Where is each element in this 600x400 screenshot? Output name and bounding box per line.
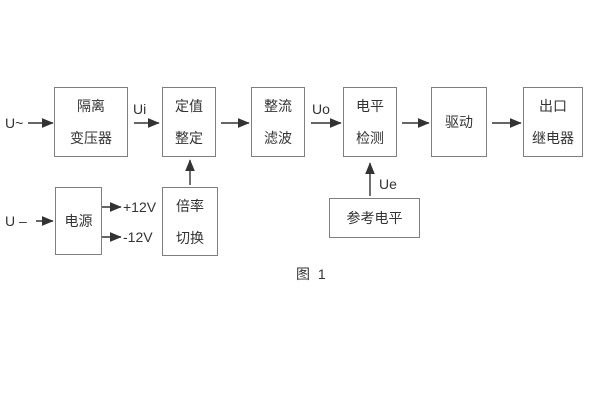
block-label-line: 电源 bbox=[64, 213, 93, 229]
signal-label-uo: Uo bbox=[312, 101, 330, 117]
block-label-line: 滤波 bbox=[264, 130, 292, 146]
block-label-line: 变压器 bbox=[70, 130, 112, 146]
block-label-line: 整流 bbox=[264, 98, 292, 114]
block-label-line: 驱动 bbox=[445, 114, 473, 130]
signal-label-ui: Ui bbox=[133, 101, 147, 117]
block-isolation-transformer: 隔离 变压器 bbox=[54, 87, 128, 157]
block-label-line: 倍率 bbox=[176, 197, 204, 214]
figure-caption: 图 1 bbox=[296, 266, 328, 282]
signal-label-minus12v: -12V bbox=[123, 229, 153, 245]
block-label-line: 整定 bbox=[175, 130, 203, 146]
block-label-line: 继电器 bbox=[532, 130, 574, 146]
block-rectifier-filter: 整流 滤波 bbox=[251, 87, 305, 157]
block-output-relay: 出口 继电器 bbox=[523, 87, 583, 157]
signal-label-ue: Ue bbox=[379, 176, 397, 192]
block-level-detect: 电平 检测 bbox=[343, 87, 397, 157]
block-power-supply: 电源 bbox=[55, 187, 102, 255]
block-label-line: 出口 bbox=[539, 98, 567, 114]
block-label-line: 电平 bbox=[356, 98, 384, 114]
signal-label-u-ac: U~ bbox=[5, 115, 24, 131]
block-rate-switch: 倍率 切换 bbox=[162, 187, 218, 256]
signal-label-plus12v: +12V bbox=[123, 199, 157, 215]
block-label-line: 定值 bbox=[175, 98, 203, 114]
block-label-line: 切换 bbox=[176, 229, 204, 246]
block-label-line: 参考电平 bbox=[346, 210, 403, 226]
block-setting-adjust: 定值 整定 bbox=[162, 87, 216, 157]
block-label-line: 隔离 bbox=[77, 98, 105, 114]
block-label-line: 检测 bbox=[356, 130, 384, 146]
block-drive: 驱动 bbox=[431, 87, 487, 157]
signal-label-u-dc: U – bbox=[5, 213, 27, 229]
block-reference-level: 参考电平 bbox=[329, 198, 420, 238]
